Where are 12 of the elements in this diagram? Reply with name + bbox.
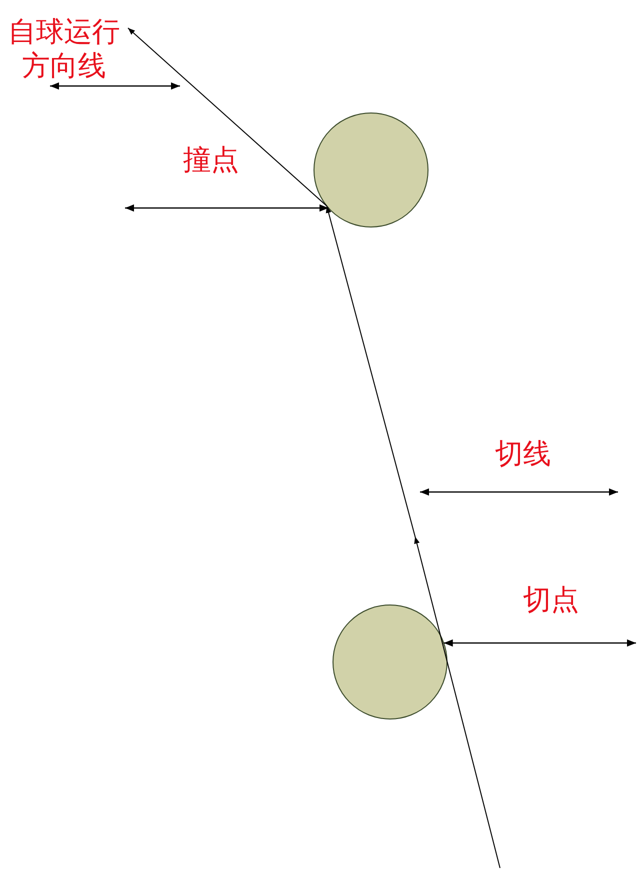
annotation-label: 自球运行方向线	[0, 16, 128, 86]
double-headed-arrow	[444, 639, 636, 647]
annotation-label: 撞点	[125, 144, 297, 208]
double-headed-arrow	[50, 82, 180, 90]
ball-path-arrow	[128, 28, 328, 206]
double-headed-arrow	[420, 488, 618, 496]
ball-circle	[332, 604, 448, 720]
double-headed-arrow	[125, 204, 329, 212]
ball-path-arrow	[326, 205, 500, 868]
annotation-label: 切点	[466, 584, 636, 643]
ball-circle	[314, 112, 428, 228]
annotation-label: 切线	[428, 438, 618, 492]
